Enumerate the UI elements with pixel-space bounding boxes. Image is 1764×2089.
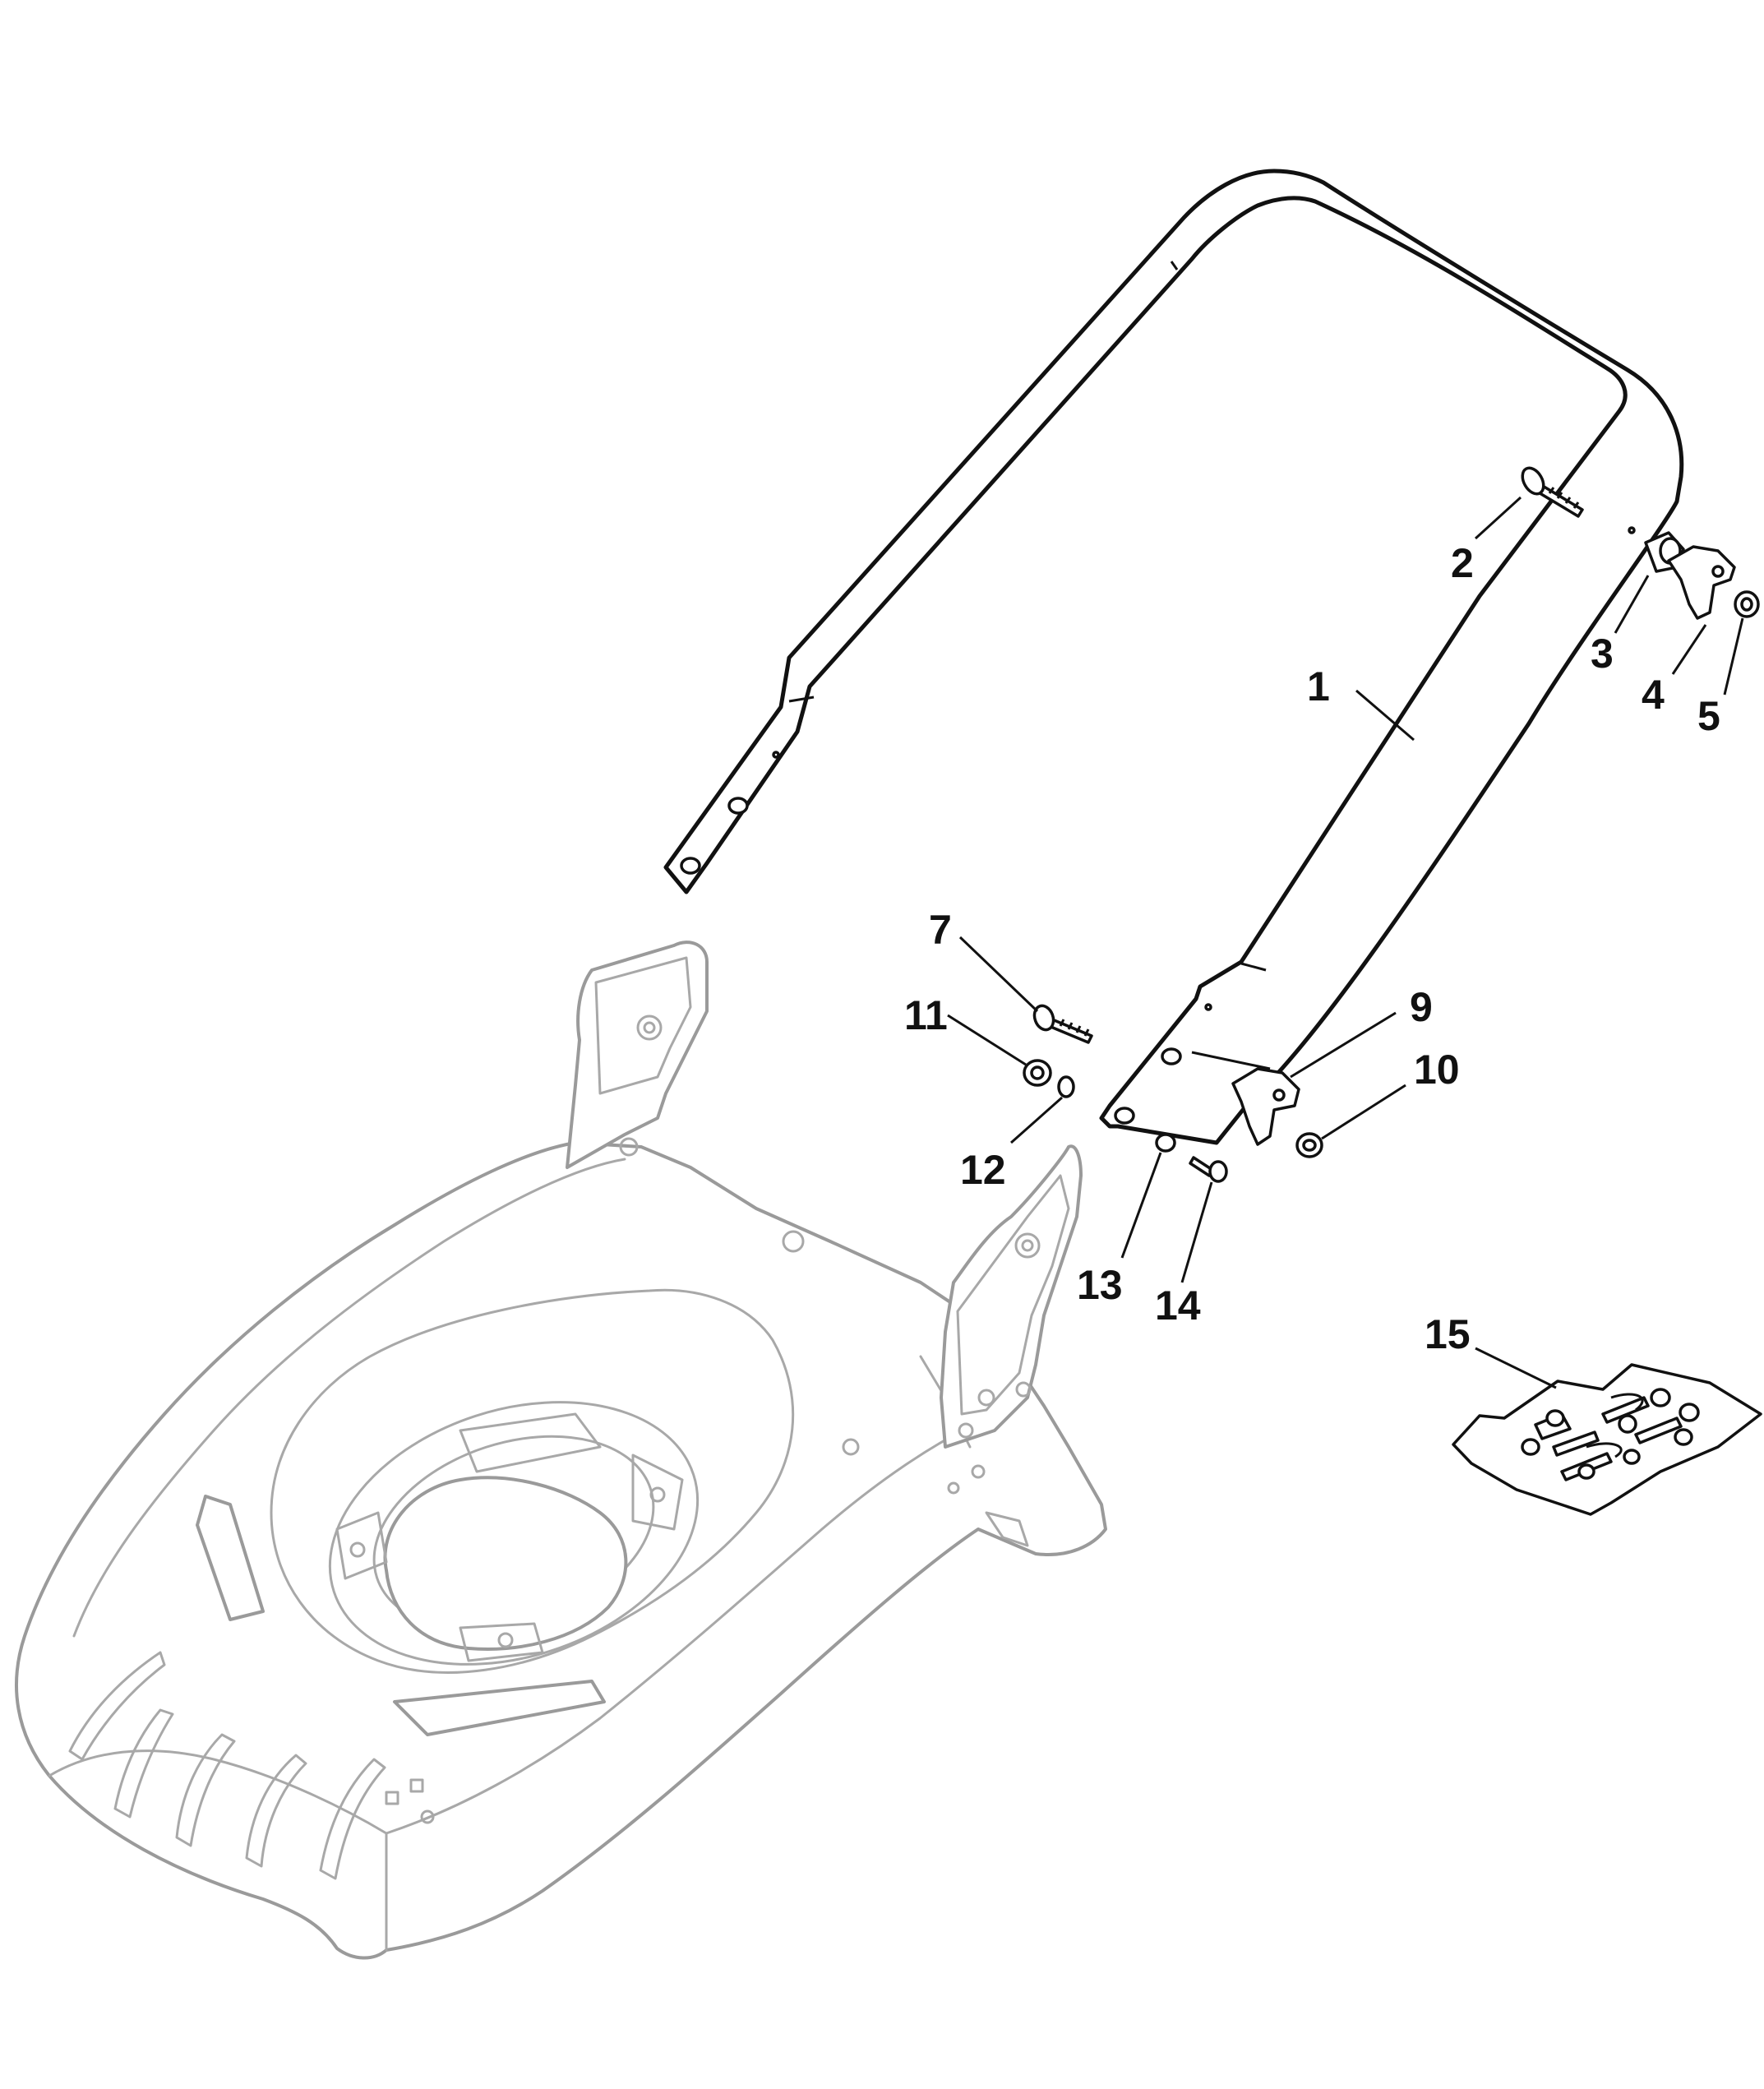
- carriage-bolt-upper: [1521, 466, 1584, 518]
- leader-15: [1475, 1347, 1557, 1389]
- upper-handle-bar: [663, 169, 1684, 1145]
- flat-washer-left: [1057, 1075, 1075, 1098]
- leader-12: [1010, 1096, 1063, 1144]
- callout-12: 12: [960, 1147, 1006, 1193]
- flat-washer-lower: [1155, 1133, 1176, 1153]
- leader-10: [1321, 1084, 1406, 1140]
- hex-nut-upper: [1734, 590, 1760, 618]
- leader-11: [947, 1014, 1027, 1066]
- leader-3: [1614, 575, 1650, 634]
- leader-13: [1120, 1152, 1162, 1259]
- callout-15: 15: [1425, 1311, 1471, 1357]
- callout-10: 10: [1414, 1047, 1460, 1093]
- leader-4: [1671, 624, 1707, 675]
- wing-knob-upper: [1667, 545, 1736, 620]
- callout-7: 7: [929, 907, 952, 953]
- hardware-kit-bag: [1452, 1363, 1762, 1516]
- hex-screw-lower: [1189, 1156, 1228, 1183]
- callout-4: 4: [1642, 672, 1665, 718]
- callout-14: 14: [1155, 1283, 1201, 1329]
- leader-1: [1355, 689, 1415, 742]
- mower-deck: [15, 941, 1107, 1960]
- leader-14: [1180, 1181, 1213, 1283]
- leader-1b: [1191, 1051, 1271, 1070]
- callout-11: 11: [904, 992, 948, 1038]
- hex-nut-right: [1295, 1132, 1323, 1158]
- leader-5: [1723, 617, 1744, 696]
- leader-9: [1290, 1011, 1397, 1079]
- callout-2: 2: [1451, 540, 1474, 586]
- callout-5: 5: [1697, 693, 1720, 739]
- callout-13: 13: [1077, 1262, 1123, 1308]
- carriage-bolt-lower: [1032, 1004, 1093, 1044]
- callout-labels: 1 2 3 4 5 7 9 10 11 12 13 14 15: [904, 540, 1720, 1357]
- callout-1: 1: [1307, 663, 1330, 709]
- leader-2: [1474, 496, 1522, 540]
- callout-9: 9: [1410, 984, 1433, 1030]
- hex-nut-left: [1023, 1059, 1052, 1087]
- wing-knob-lower: [1231, 1067, 1300, 1146]
- leader-lines: [947, 496, 1744, 1389]
- leader-7: [958, 936, 1039, 1013]
- callout-3: 3: [1591, 631, 1614, 677]
